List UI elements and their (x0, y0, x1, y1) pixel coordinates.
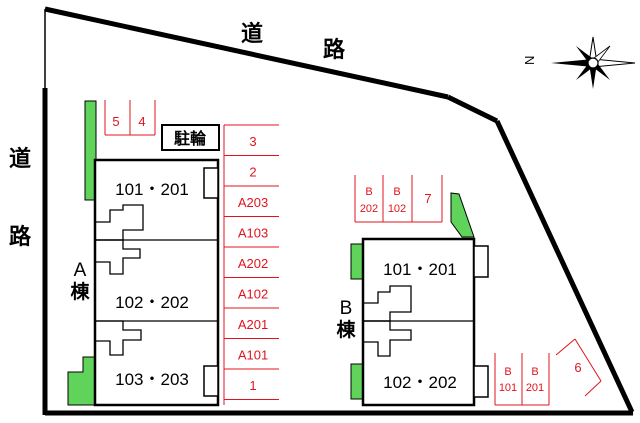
green-areas (67, 100, 475, 406)
parking-space-6: 6 (574, 360, 581, 375)
compass-north-label: N (522, 56, 537, 65)
building-b-label-1: B (340, 298, 353, 319)
parking-top-left (104, 100, 156, 136)
building-a-outline (93, 158, 220, 407)
unit-b-101-201: 101・201 (383, 260, 457, 279)
parking-space-5: 5 (112, 114, 119, 129)
parking-space-b202-line2: 202 (360, 203, 378, 215)
parking-space-7: 7 (424, 191, 431, 206)
road-label-left-2: 路 (9, 224, 32, 250)
building-b-label-2: 棟 (336, 318, 356, 341)
green-block-a-bottom (67, 356, 96, 406)
building-a: 101・201 102・202 103・203 (93, 158, 220, 407)
parking-space-4: 4 (138, 114, 145, 129)
parking-space-b101-line2: 101 (499, 382, 517, 394)
parking-space-b102-line1: B (393, 186, 400, 198)
parking-space-1: 1 (249, 378, 256, 393)
parking-space-a101: A101 (238, 348, 268, 363)
building-b-outline (361, 237, 476, 407)
property-boundary (42, 6, 635, 416)
road-label-left-1: 道 (9, 146, 31, 172)
balcony-b-2 (473, 365, 489, 398)
bike-parking-label: 駐輪 (174, 129, 207, 148)
stair-a-bottom (95, 320, 142, 356)
parking-space-b202-line1: B (365, 186, 372, 198)
parking-space-a201: A201 (238, 317, 268, 332)
parking-space-a102: A102 (238, 287, 268, 302)
parking-space-a203: A203 (238, 195, 268, 210)
stair-a-top (95, 204, 144, 241)
green-strip-a-top (84, 100, 97, 201)
building-a-label-2: 棟 (70, 280, 90, 303)
parking-space-3: 3 (249, 134, 256, 149)
building-a-label-1: A (74, 260, 87, 281)
balcony-a-1 (203, 167, 219, 199)
parking-space-b201-line2: 201 (526, 382, 544, 394)
stair-b-top (363, 285, 412, 322)
building-b: 101・201 102・202 (361, 237, 489, 407)
stair-b-bottom (363, 320, 412, 357)
parking-space-b201-line1: B (531, 366, 538, 378)
parking-a-column-lines (223, 124, 279, 405)
green-strip-b-2 (350, 363, 364, 400)
parking-space-b102-line2: 102 (388, 203, 406, 215)
parking-space-2: 2 (249, 165, 256, 180)
green-wedge-b (450, 192, 475, 238)
road-label-top-2: 路 (323, 37, 346, 63)
green-strip-b-1 (350, 243, 364, 280)
parking-space-a103: A103 (238, 226, 268, 241)
compass-rose-icon (551, 36, 636, 89)
parking-b-top-lines (354, 175, 443, 223)
balcony-b-1 (473, 245, 489, 278)
unit-a-101-201: 101・201 (115, 180, 189, 199)
parking-space-a202: A202 (238, 256, 268, 271)
balcony-a-3 (203, 365, 219, 397)
unit-a-102-202: 102・202 (115, 293, 189, 312)
bike-parking-box (161, 124, 220, 151)
road-label-top-1: 道 (241, 21, 263, 47)
unit-b-102-202: 102・202 (383, 373, 457, 392)
parking-space-b101-line1: B (504, 366, 511, 378)
parking-b-bottom-lines (494, 338, 602, 406)
unit-a-103-203: 103・203 (115, 370, 189, 389)
stair-a-mid (95, 239, 141, 275)
